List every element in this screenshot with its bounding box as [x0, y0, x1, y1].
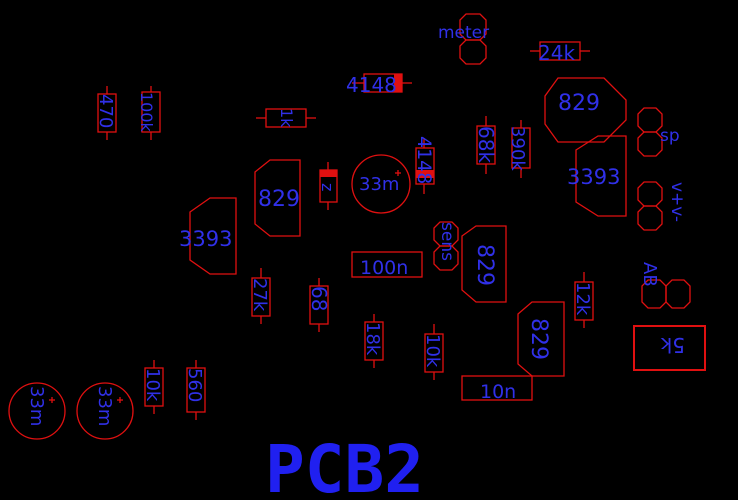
- resistor-560: [186, 360, 206, 420]
- resistor-68-label: 68: [307, 286, 331, 311]
- ic-829-mid-label: 829: [258, 187, 300, 212]
- power-connector: [637, 181, 663, 231]
- ab-label: AB: [639, 262, 660, 287]
- resistor-470-label: 470: [95, 94, 116, 128]
- pot-5k-label: 5k: [660, 333, 685, 357]
- diode-4148-vertical-label: 4148: [413, 136, 435, 184]
- resistor-68: [309, 278, 329, 332]
- capacitor-33m-mid: [351, 154, 411, 214]
- zener-diode-label: z: [318, 183, 337, 191]
- sens-connector: [433, 221, 459, 271]
- ic-829-low-label: 829: [526, 318, 551, 360]
- ic-3393-left: [189, 197, 237, 275]
- ic-3393-right: [575, 135, 627, 217]
- ic-829-top: [544, 77, 627, 143]
- capacitor-33m-left-1: [8, 382, 66, 440]
- resistor-390k-label: 390k: [507, 126, 528, 171]
- meter-connector: [459, 13, 487, 65]
- ic-829-right-label: 829: [472, 244, 497, 286]
- pot-1k-label: 1k: [277, 108, 296, 128]
- diode-4148-top: [352, 73, 412, 93]
- ic-829-top-label: 829: [558, 91, 600, 116]
- resistor-27k-label: 27k: [249, 278, 270, 312]
- capacitor-100n: [351, 251, 423, 278]
- zener-diode: [319, 162, 338, 210]
- resistor-27k: [251, 268, 271, 324]
- resistor-18k: [364, 314, 384, 368]
- capacitor-10n: [461, 375, 533, 401]
- sens-label: sens: [437, 222, 457, 261]
- ic-3393-left-label: 3393: [179, 227, 232, 251]
- resistor-10k-mid: [424, 324, 444, 380]
- sp-connector: [637, 107, 663, 157]
- resistor-12k: [574, 272, 594, 328]
- ic-3393-right-label: 3393: [567, 165, 620, 189]
- board-title: PCB2: [265, 431, 424, 500]
- resistor-18k-label: 18k: [362, 322, 383, 356]
- capacitor-33m-mid-label: 33m: [359, 174, 399, 195]
- capacitor-33m-left-2: [76, 382, 134, 440]
- resistor-24k: [530, 41, 590, 61]
- resistor-470: [97, 86, 117, 140]
- ic-829-low: [517, 301, 565, 377]
- power-connector-label: v+v-: [667, 182, 687, 222]
- capacitor-100n-label: 100n: [360, 257, 408, 279]
- pot-1k: [256, 108, 316, 128]
- meter-label: meter: [438, 23, 489, 43]
- resistor-24k-label: 24k: [538, 41, 575, 65]
- resistor-10k-left: [144, 360, 164, 414]
- resistor-68k: [476, 116, 496, 174]
- ic-829-right: [461, 225, 507, 303]
- ic-829-mid: [254, 159, 301, 237]
- resistor-68k-label: 68k: [474, 126, 498, 163]
- pot-5k: [633, 325, 706, 371]
- resistor-100k: [141, 86, 161, 140]
- resistor-10k-left-label: 10k: [142, 368, 163, 402]
- resistor-12k-label: 12k: [572, 282, 593, 316]
- diode-4148-top-label: 4148: [346, 73, 397, 97]
- resistor-560-label: 560: [184, 368, 205, 402]
- resistor-10k-mid-label: 10k: [422, 334, 443, 368]
- resistor-100k-label: 100k: [137, 92, 156, 133]
- resistor-390k: [511, 120, 531, 178]
- diode-4148-vertical: [415, 138, 435, 194]
- ab-connector: [641, 279, 691, 309]
- capacitor-33m-left-2-label: 33m: [94, 386, 115, 426]
- capacitor-10n-label: 10n: [480, 381, 516, 403]
- sp-label: sp: [660, 126, 680, 146]
- capacitor-33m-left-1-label: 33m: [26, 386, 47, 426]
